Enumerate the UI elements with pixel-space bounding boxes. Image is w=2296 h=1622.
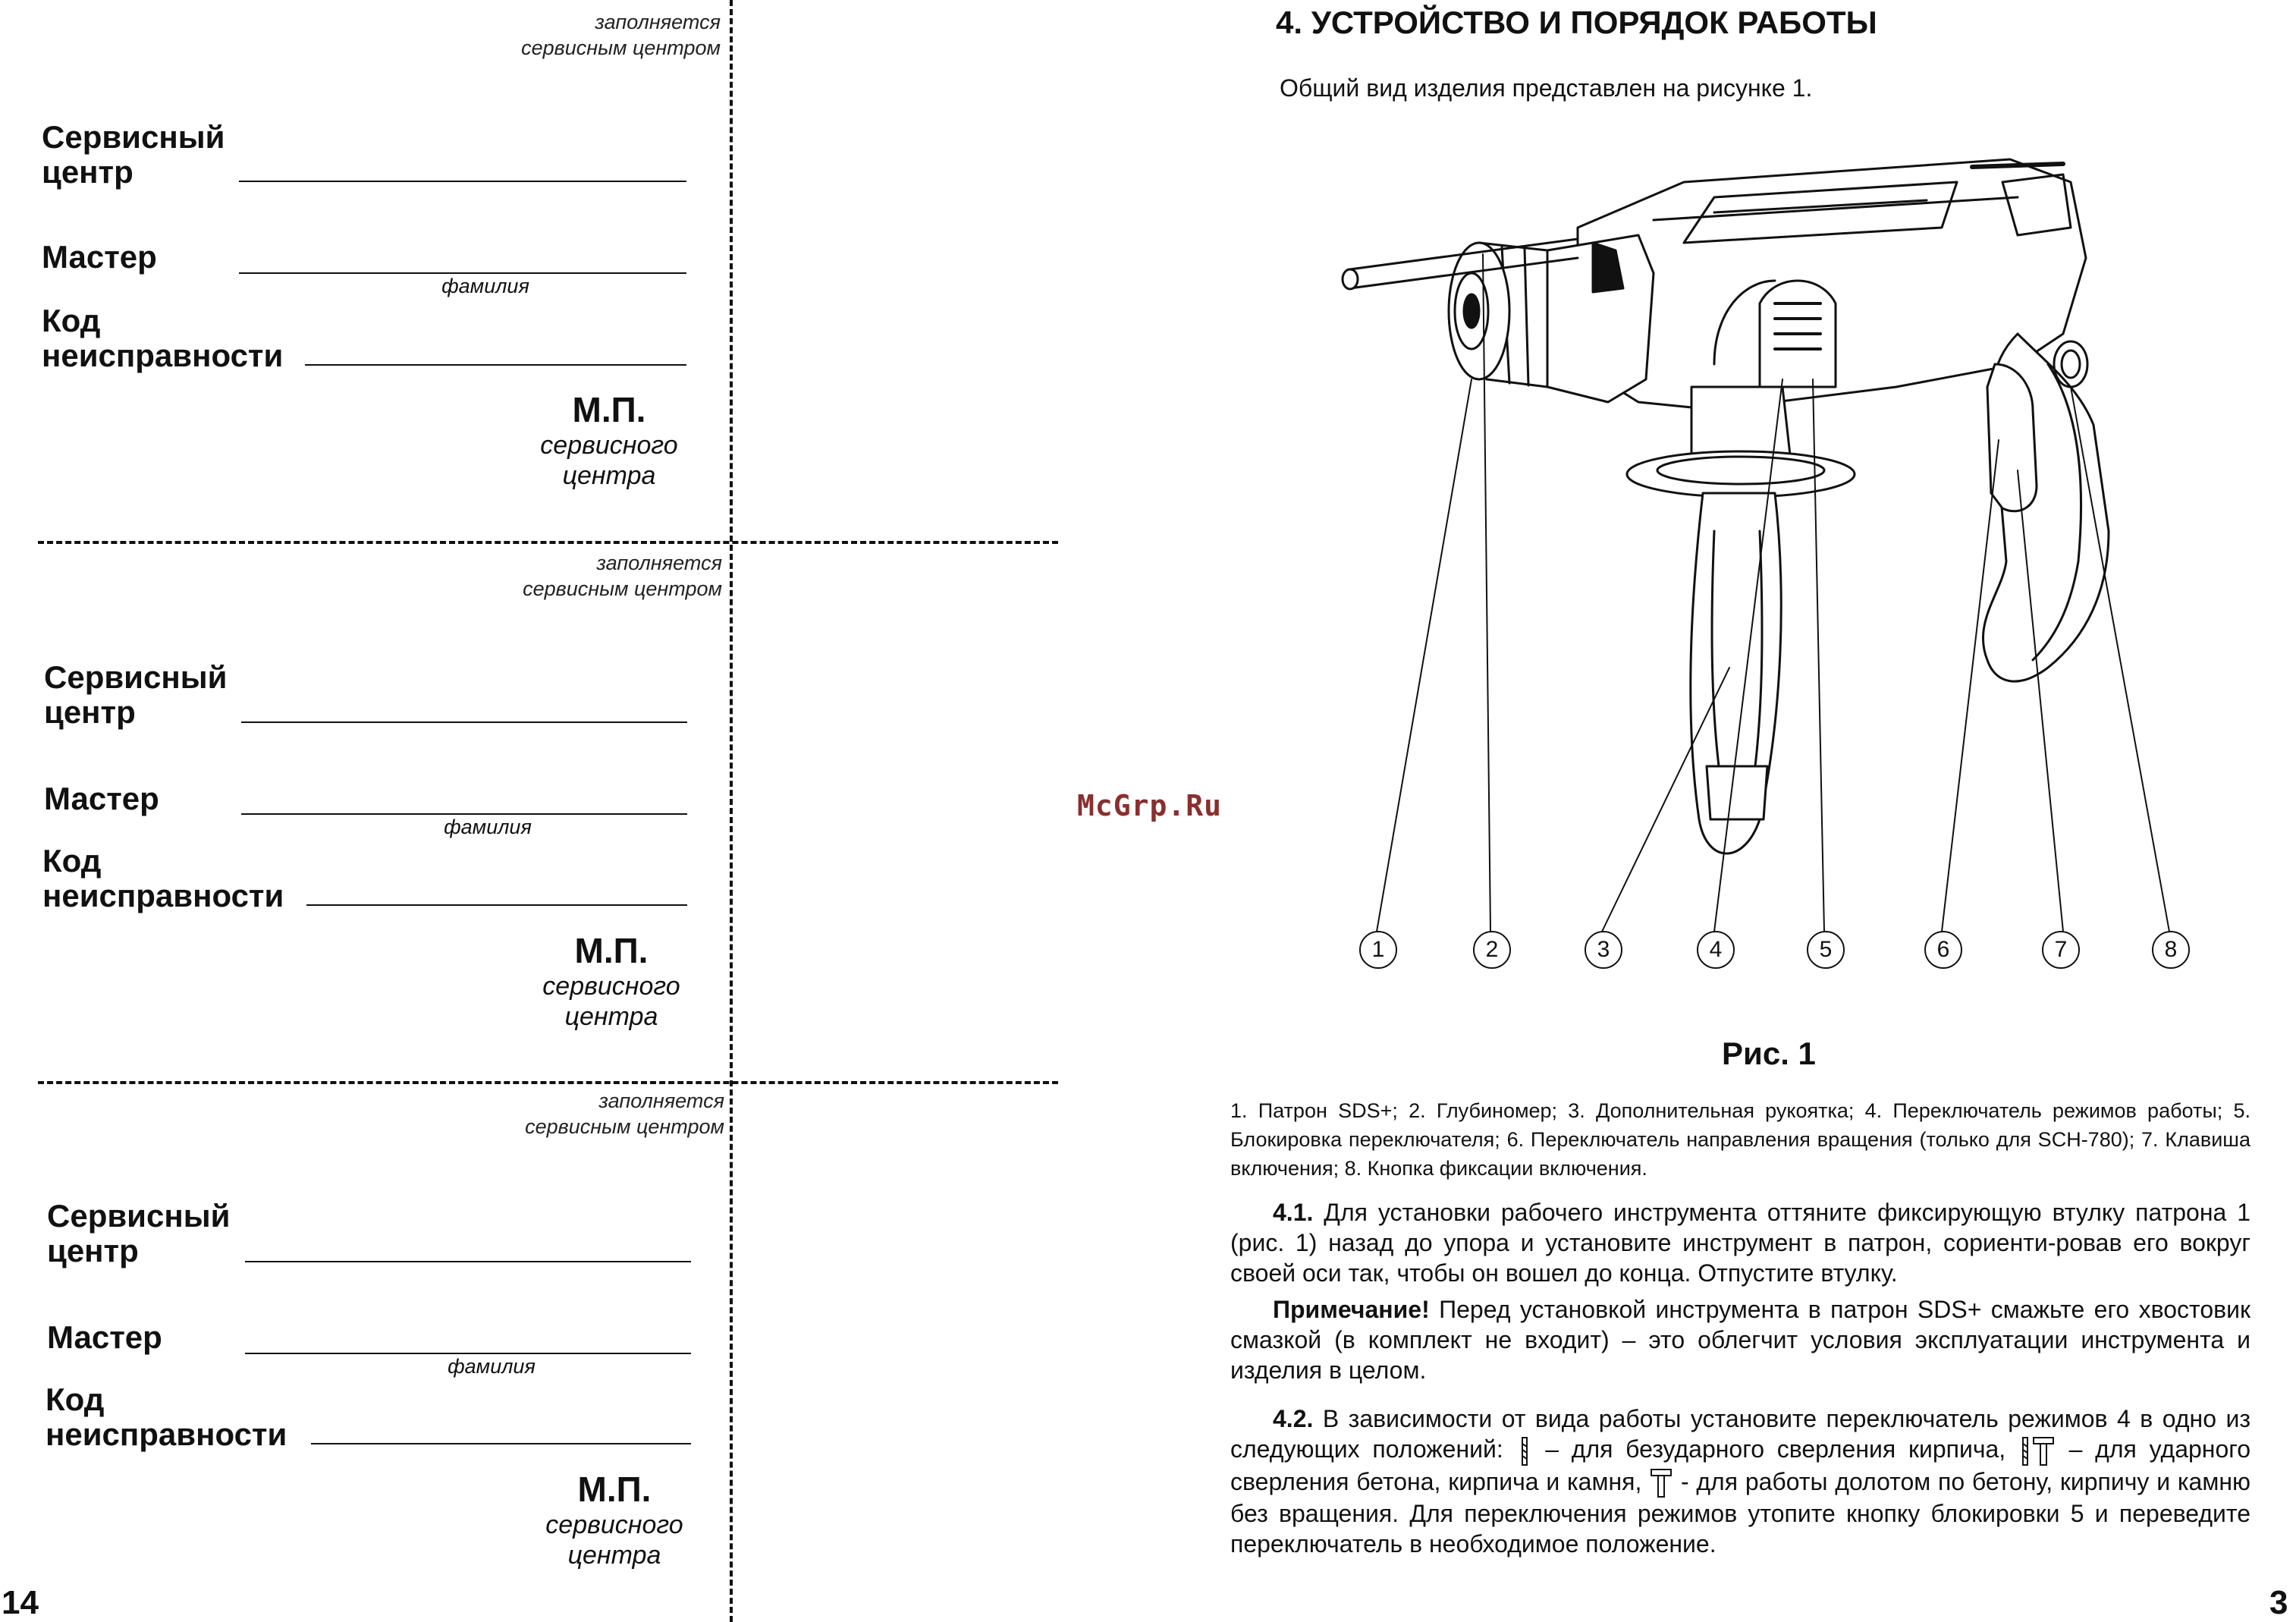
service-center-field[interactable] [239,181,686,182]
callout-6: 6 [1924,931,1962,969]
fault-code-label: Код неисправности [42,843,284,913]
paragraph-number: 4.1. [1273,1199,1314,1226]
callout-8: 8 [2152,931,2190,969]
paragraph-number: 4.2. [1273,1405,1314,1432]
note-label: Примечание! [1273,1296,1430,1323]
watermark: McGrp.Ru [1077,789,1223,822]
master-field[interactable] [241,813,687,815]
intro-text: Общий вид изделия представлен на рисунке… [1280,74,1813,102]
service-center-label: Сервисный центр [47,1198,231,1268]
stamp-area: М.П. сервисного центра [542,931,680,1031]
hammer-drill-illustration [1341,158,2170,932]
callout-4: 4 [1697,931,1735,969]
paragraph-4-1: 4.1. Для установки рабочего инструмента … [1230,1197,2250,1288]
master-field[interactable] [239,272,686,274]
figure-legend: 1. Патрон SDS+; 2. Глубиномер; 3. Дополн… [1230,1099,2250,1180]
stamp-area: М.П. сервисного центра [545,1470,683,1570]
callout-1: 1 [1359,931,1397,969]
service-center-field[interactable] [245,1261,691,1262]
note-text: Перед установкой инструмента в патрон SD… [1230,1296,2251,1384]
service-center-label: Сервисный центр [42,119,225,190]
coupon-note: заполняется сервисным центром [525,1089,724,1138]
chisel-icon [1651,1469,1673,1498]
horizontal-cut-line [38,1081,1058,1084]
drill-hammer-icon [2021,1436,2054,1466]
surname-hint: фамилия [441,275,529,297]
master-field[interactable] [245,1353,691,1354]
vertical-cut-line [730,0,733,1622]
surname-hint: фамилия [448,1355,536,1378]
master-label: Мастер [42,239,157,275]
paragraph-4-2: 4.2. В зависимости от вида работы устано… [1230,1405,2251,1558]
fault-code-label: Код неисправности [42,303,284,373]
note-paragraph: Примечание! Перед установкой инструмента… [1230,1294,2250,1385]
callout-5: 5 [1807,931,1845,969]
figure-caption: Рис. 1 [1722,1036,1816,1071]
master-label: Мастер [47,1319,162,1355]
callout-3: 3 [1585,931,1622,969]
paragraph-text: Для установки рабочего инструмента оттян… [1230,1199,2251,1287]
stamp-area: М.П. сервисного центра [540,390,678,490]
coupon-note: заполняется сервисным центром [523,552,722,600]
horizontal-cut-line [38,541,1058,544]
section-title: 4. УСТРОЙСТВО И ПОРЯДОК РАБОТЫ [1276,5,1877,40]
callout-7: 7 [2042,931,2080,969]
callout-2: 2 [1473,931,1511,969]
fault-code-field[interactable] [305,364,686,366]
fault-code-label: Код неисправности [46,1382,287,1452]
fault-code-field[interactable] [311,1443,691,1444]
master-label: Мастер [44,781,159,816]
coupon-note: заполняется сервисным центром [521,11,721,59]
service-center-field[interactable] [241,721,687,723]
page-number-right: 3 [2269,1584,2288,1621]
surname-hint: фамилия [444,816,532,838]
fault-code-field[interactable] [306,904,687,906]
service-center-label: Сервисный центр [44,659,228,730]
page-number-left: 14 [2,1584,39,1621]
drill-icon [1521,1436,1528,1466]
